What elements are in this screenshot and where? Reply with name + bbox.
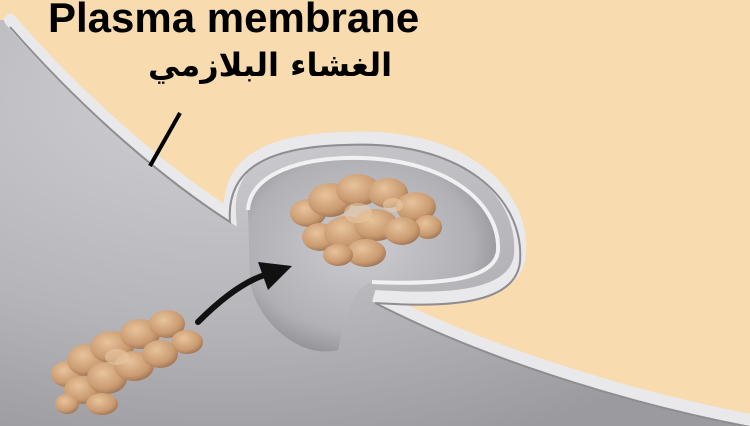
plasma-membrane-label-arabic: الغشاء البلازمي (148, 46, 392, 84)
plasma-membrane-label: Plasma membrane (48, 0, 419, 42)
